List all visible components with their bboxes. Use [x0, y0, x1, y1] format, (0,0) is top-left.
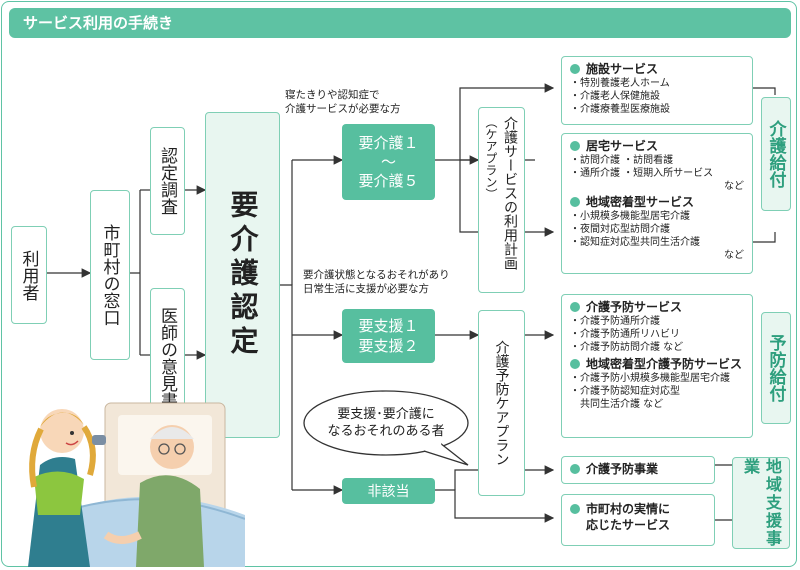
support-level-note: 要介護状態となるおそれがあり 日常生活に支援が必要な方 [303, 269, 450, 295]
prevention-benefit-label: 予防給付 [761, 312, 791, 424]
care-level-note: 寝たきりや認知症で 介護サービスが必要な方 [285, 89, 401, 115]
bullet-dot-icon [570, 141, 580, 151]
care-benefit-label: 介護給付 [761, 97, 791, 211]
bullet-dot-icon [570, 197, 580, 207]
prevention-plan-box: 介護予防ケアプラン [478, 310, 525, 496]
home-community-services-box: 居宅サービス ・訪問介護 ・訪問看護 ・通所介護 ・短期入所サービス など 地域… [561, 133, 753, 274]
community-support-label: 地域支援事業 [732, 457, 790, 549]
speech-bubble-text: 要支援･要介護に なるおそれのある者 [327, 407, 445, 439]
page-title: サービス利用の手続き [9, 8, 791, 38]
bullet-dot-icon [570, 504, 580, 514]
bullet-dot-icon [570, 64, 580, 74]
not-applicable-box: 非該当 [342, 478, 435, 504]
speech-bubble [303, 390, 469, 466]
prevention-project-box: 介護予防事業 [561, 456, 715, 484]
caregiver-illustration [28, 402, 245, 567]
prevention-services-box: 介護予防サービス ・介護予防通所介護 ・介護予防通所リハビリ ・介護予防訪問介護… [561, 294, 753, 438]
bullet-dot-icon [570, 359, 580, 369]
bullet-dot-icon [570, 302, 580, 312]
survey-box: 認定調査 [150, 127, 185, 235]
care-plan-box: 介護サービスの利用計画 （ケアプラン） [478, 107, 525, 293]
municipal-services-box: 市町村の実情に 応じたサービス [561, 494, 715, 546]
care-certification-box: 要介護認定 [205, 112, 280, 438]
support-level-box: 要支援１ 要支援２ [342, 309, 435, 363]
bullet-dot-icon [570, 464, 580, 474]
user-box: 利用者 [11, 226, 47, 324]
facility-services-box: 施設サービス ・特別養護老人ホーム ・介護老人保健施設 ・介護療養型医療施設 [561, 56, 753, 125]
municipal-window-box: 市町村の窓口 [90, 190, 130, 360]
care-level-box: 要介護１ 〜 要介護５ [342, 124, 435, 200]
